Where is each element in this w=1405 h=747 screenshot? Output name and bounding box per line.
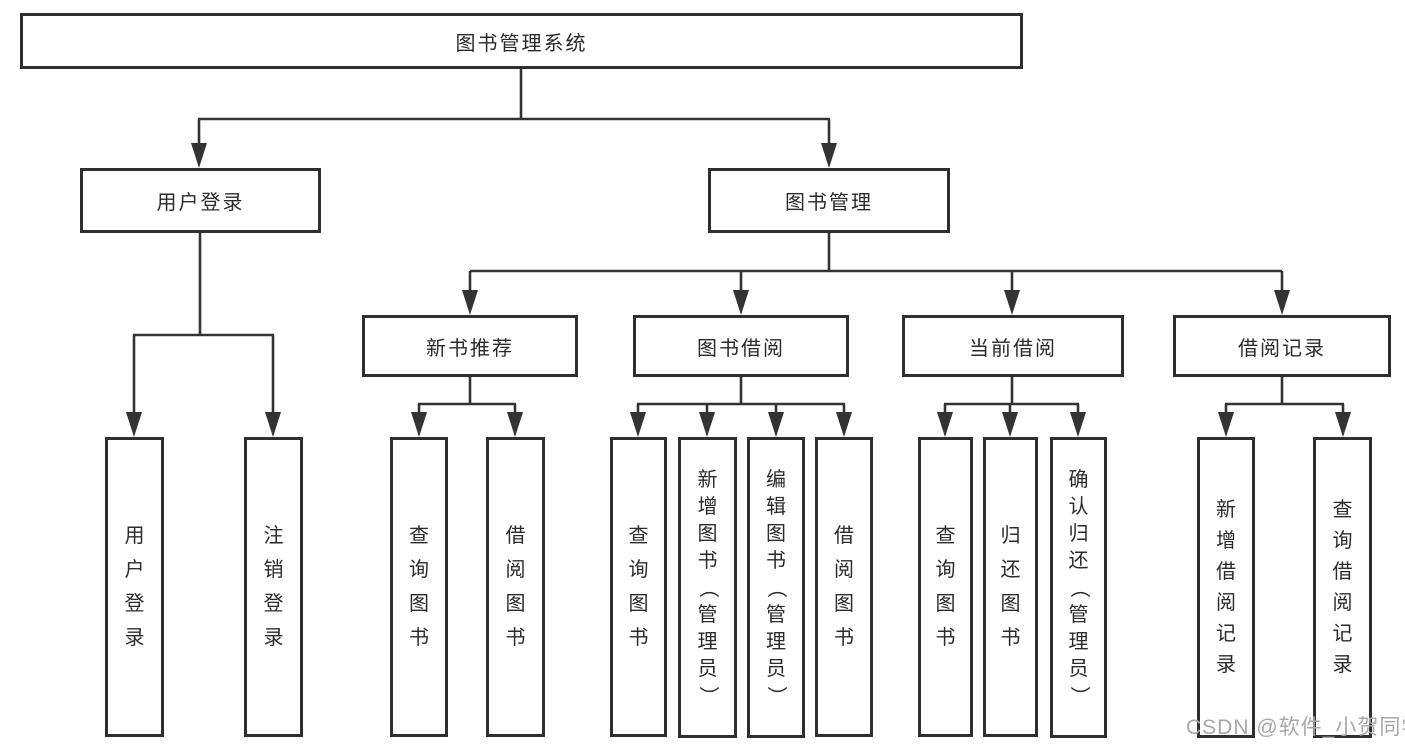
leaf-newbooks-borrow-books: 借阅图书	[486, 437, 545, 737]
leaf-user-login: 用户登录	[105, 437, 164, 737]
arrowhead-icon	[630, 412, 646, 437]
arrowhead-icon	[1218, 412, 1234, 437]
leaf-newbooks-query-books: 查询图书	[390, 437, 448, 737]
node-new-book-recommend: 新书推荐	[362, 315, 578, 377]
leaf-borrow-query-books: 查询图书	[610, 437, 667, 737]
node-user-login: 用户登录	[80, 168, 321, 233]
leaf-current-confirm-return-admin: 确认归还（管理员）	[1050, 437, 1107, 738]
connector-new-books-children	[411, 377, 523, 437]
arrowhead-icon	[1070, 412, 1086, 437]
arrowhead-icon	[821, 143, 837, 168]
connector-book-borrow-children	[630, 377, 852, 437]
arrowhead-icon	[1335, 412, 1351, 437]
arrowhead-icon	[462, 290, 478, 315]
leaf-current-query-books: 查询图书	[918, 437, 973, 737]
arrowhead-icon	[733, 290, 749, 315]
leaf-current-return-books: 归还图书	[983, 437, 1038, 737]
arrowhead-icon	[1002, 412, 1018, 437]
arrowhead-icon	[699, 412, 715, 437]
leaf-borrow-borrow-books: 借阅图书	[815, 437, 873, 737]
arrowhead-icon	[1004, 290, 1020, 315]
arrowhead-icon	[191, 143, 207, 168]
arrowhead-icon	[768, 412, 784, 437]
node-book-management: 图书管理	[708, 168, 950, 233]
connector-book-mgmt-children	[462, 230, 1290, 315]
arrowhead-icon	[1274, 290, 1290, 315]
node-current-borrow: 当前借阅	[902, 315, 1124, 377]
node-book-borrow: 图书借阅	[633, 315, 849, 377]
connector-borrow-records-children	[1218, 377, 1351, 437]
arrowhead-icon	[507, 412, 523, 437]
leaf-records-query-record: 查询借阅记录	[1313, 437, 1372, 738]
csdn-watermark: CSDN @软件_小贺同学	[1186, 716, 1405, 739]
arrowhead-icon	[937, 412, 953, 437]
arrowhead-icon	[836, 412, 852, 437]
connector-user-login-children	[126, 230, 281, 437]
leaf-records-add-record: 新增借阅记录	[1197, 437, 1255, 738]
node-borrow-records: 借阅记录	[1173, 315, 1391, 377]
arrowhead-icon	[126, 412, 142, 437]
connector-root-to-level2	[191, 66, 837, 168]
leaf-logout: 注销登录	[244, 437, 303, 737]
leaf-borrow-add-books-admin: 新增图书（管理员）	[678, 437, 737, 738]
arrowhead-icon	[265, 412, 281, 437]
leaf-borrow-edit-books-admin: 编辑图书（管理员）	[747, 437, 805, 738]
node-root-system: 图书管理系统	[20, 13, 1023, 69]
connector-current-borrow-children	[937, 377, 1086, 437]
arrowhead-icon	[411, 412, 427, 437]
